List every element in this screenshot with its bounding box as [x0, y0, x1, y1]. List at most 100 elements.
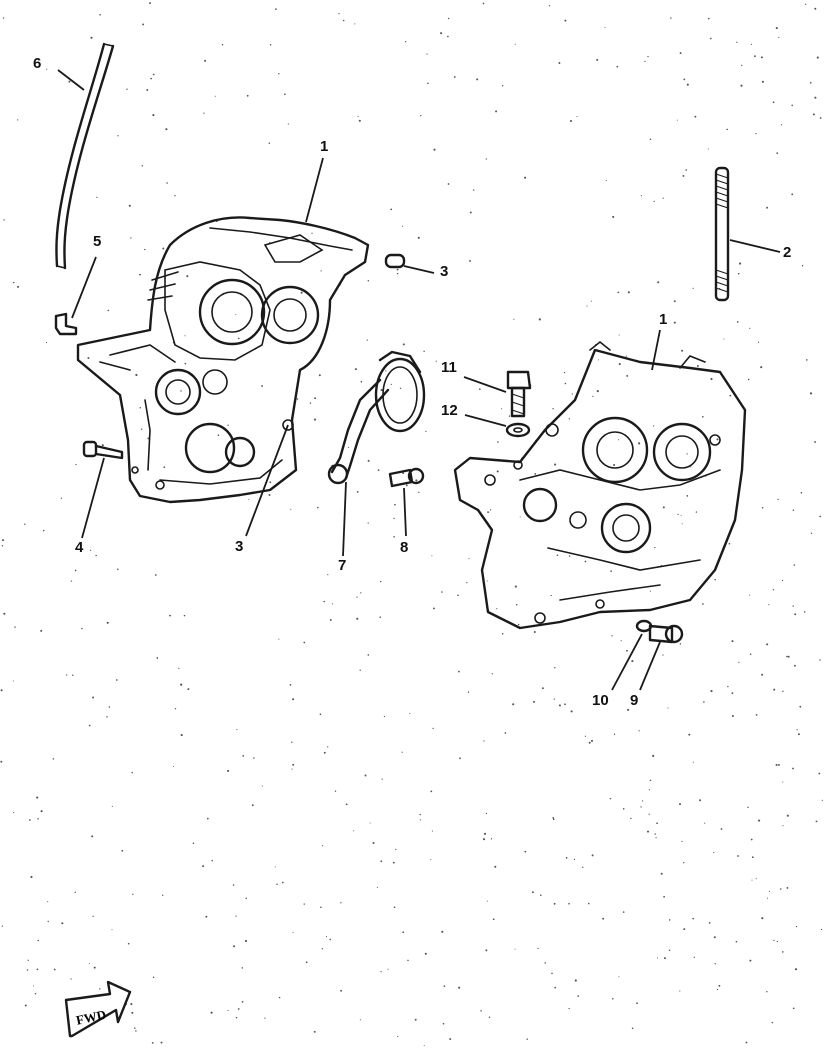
speckle-dot [3, 612, 6, 615]
speckle-dot [111, 805, 113, 807]
speckle-dot [584, 735, 587, 737]
speckle-dot [604, 27, 606, 29]
speckle-dot [435, 360, 437, 362]
speckle-dot [792, 605, 794, 607]
speckle-dot [548, 5, 551, 7]
speckle-dot [367, 279, 370, 282]
speckle-dot [376, 886, 378, 888]
speckle-dot [245, 897, 247, 900]
speckle-dot [487, 511, 490, 514]
speckle-dot [235, 1016, 238, 1019]
speckle-dot [731, 714, 734, 718]
speckle-dot [814, 441, 817, 443]
speckle-dot [776, 940, 778, 943]
speckle-dot [702, 603, 704, 605]
speckle-dot [775, 27, 778, 30]
speckle-dot [570, 710, 573, 713]
speckle-dot [649, 138, 652, 141]
speckle-dot [24, 1004, 27, 1007]
speckle-dot [630, 817, 632, 820]
speckle-dot [227, 424, 229, 426]
speckle-dot [385, 370, 387, 372]
speckle-dot [261, 785, 263, 787]
speckle-dot [405, 484, 408, 487]
speckle-dot [13, 812, 15, 814]
speckle-dot [710, 690, 713, 693]
speckle-dot [139, 273, 141, 276]
speckle-dot [558, 704, 561, 707]
speckle-dot [338, 13, 340, 15]
speckle-dot [791, 104, 793, 107]
speckle-dot [782, 690, 784, 692]
speckle-dot [766, 206, 769, 209]
speckle-dot [131, 771, 133, 774]
speckle-dot [108, 706, 111, 708]
speckle-dot [592, 395, 594, 398]
speckle-dot [393, 517, 395, 520]
speckle-dot [424, 952, 427, 955]
speckle-dot [278, 73, 280, 75]
speckle-dot [75, 463, 77, 466]
speckle-dot [13, 281, 15, 284]
speckle-dot [278, 638, 280, 640]
speckle-dot [390, 383, 392, 385]
speckle-dot [311, 232, 313, 234]
speckle-dot [313, 418, 317, 421]
speckle-dot [418, 491, 420, 494]
speckle-dot [631, 1027, 634, 1030]
speckle-dot [482, 2, 485, 5]
speckle-dot [626, 649, 628, 652]
speckle-dot [233, 945, 236, 948]
crankcase-right [453, 340, 747, 630]
speckle-dot [358, 119, 361, 122]
speckle-dot [206, 817, 209, 820]
speckle-dot [686, 453, 688, 455]
speckle-dot [605, 179, 607, 181]
speckle-dot [649, 779, 652, 782]
speckle-dot [244, 939, 248, 943]
speckle-dot [803, 611, 806, 613]
speckle-dot [81, 627, 83, 630]
speckle-dot [668, 919, 671, 921]
speckle-dot [668, 949, 671, 952]
speckle-dot [130, 1003, 133, 1006]
speckle-dot [514, 585, 517, 588]
bolt-9 [648, 624, 684, 644]
speckle-dot [771, 1021, 774, 1024]
speckle-dot [152, 73, 155, 76]
speckle-dot [716, 438, 719, 441]
speckle-dot [430, 790, 433, 793]
speckle-dot [819, 659, 821, 661]
speckle-dot [178, 667, 180, 670]
leader-lines [57, 69, 781, 691]
speckle-dot [704, 822, 706, 824]
speckle-dot [414, 1018, 417, 1021]
speckle-dot [775, 763, 778, 767]
speckle-dot [372, 841, 375, 845]
speckle-dot [419, 819, 421, 821]
speckle-dot [568, 555, 571, 557]
speckle-dot [278, 996, 281, 999]
speckle-dot [483, 740, 485, 742]
speckle-dot [792, 1007, 795, 1010]
speckle-dot [553, 902, 556, 905]
callout-1-left: 1 [320, 138, 329, 155]
speckle-dot [367, 522, 369, 524]
speckle-dot [755, 714, 758, 716]
speckle-dot [685, 169, 688, 171]
speckle-dot [794, 613, 797, 616]
speckle-dot [690, 466, 692, 468]
callout-3-top: 3 [440, 263, 449, 280]
speckle-dot [627, 291, 630, 294]
speckle-dot [292, 698, 295, 701]
dowel-pin-top [384, 253, 406, 269]
speckle-dot [275, 8, 277, 10]
speckle-dot [753, 55, 756, 58]
callout-9: 9 [630, 692, 639, 709]
breather-hose [55, 42, 115, 270]
speckle-dot [320, 270, 322, 272]
speckle-dot [156, 657, 159, 659]
speckle-dot [590, 739, 594, 742]
speckle-dot [151, 1041, 154, 1044]
speckle-dot [409, 712, 411, 715]
